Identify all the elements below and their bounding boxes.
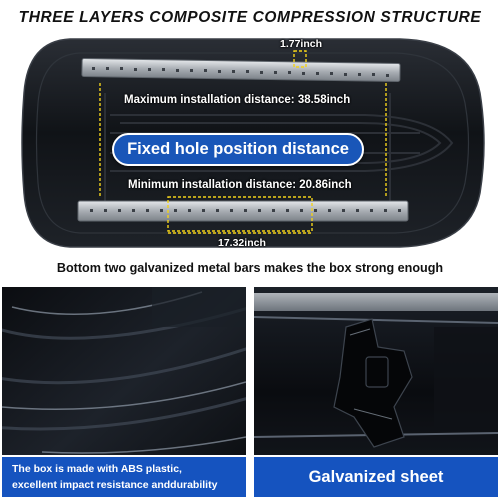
abs-plastic-banner-text: The box is made with ABS plastic, excell…	[12, 461, 217, 493]
min-distance-guide	[167, 196, 313, 232]
clamp-bracket	[333, 318, 413, 448]
rail-length-label: 17.32inch	[218, 237, 266, 249]
galvanized-strip	[254, 293, 498, 311]
measurement-guides	[99, 50, 387, 234]
hole-gap-guide	[293, 50, 307, 68]
min-distance-label: Minimum installation distance: 20.86inch	[128, 179, 352, 191]
bottom-metal-rail	[77, 200, 409, 222]
max-distance-label: Maximum installation distance: 38.58inch	[124, 94, 351, 106]
hole-gap-label: 1.77inch	[280, 38, 323, 50]
galvanized-sheet-photo: Galvanized sheet	[254, 287, 498, 497]
abs-plastic-photo: The box is made with ABS plastic, excell…	[2, 287, 246, 497]
roof-box-underside-image: 1.77inch Maximum installation distance: …	[0, 33, 500, 253]
headline: THREE LAYERS COMPOSITE COMPRESSION STRUC…	[18, 9, 482, 26]
galvanized-sheet-label: Galvanized sheet	[308, 467, 444, 486]
strength-caption: Bottom two galvanized metal bars makes t…	[56, 261, 444, 275]
abs-plastic-banner: The box is made with ABS plastic, excell…	[2, 455, 246, 497]
galvanized-sheet-banner: Galvanized sheet	[254, 455, 498, 497]
top-metal-rail	[81, 58, 401, 82]
abs-plastic-line-1: The box is made with ABS plastic,	[12, 463, 182, 475]
fixed-hole-pill: Fixed hole position distance	[112, 133, 364, 166]
abs-plastic-line-2: excellent impact resistance anddurabilit…	[12, 479, 218, 491]
